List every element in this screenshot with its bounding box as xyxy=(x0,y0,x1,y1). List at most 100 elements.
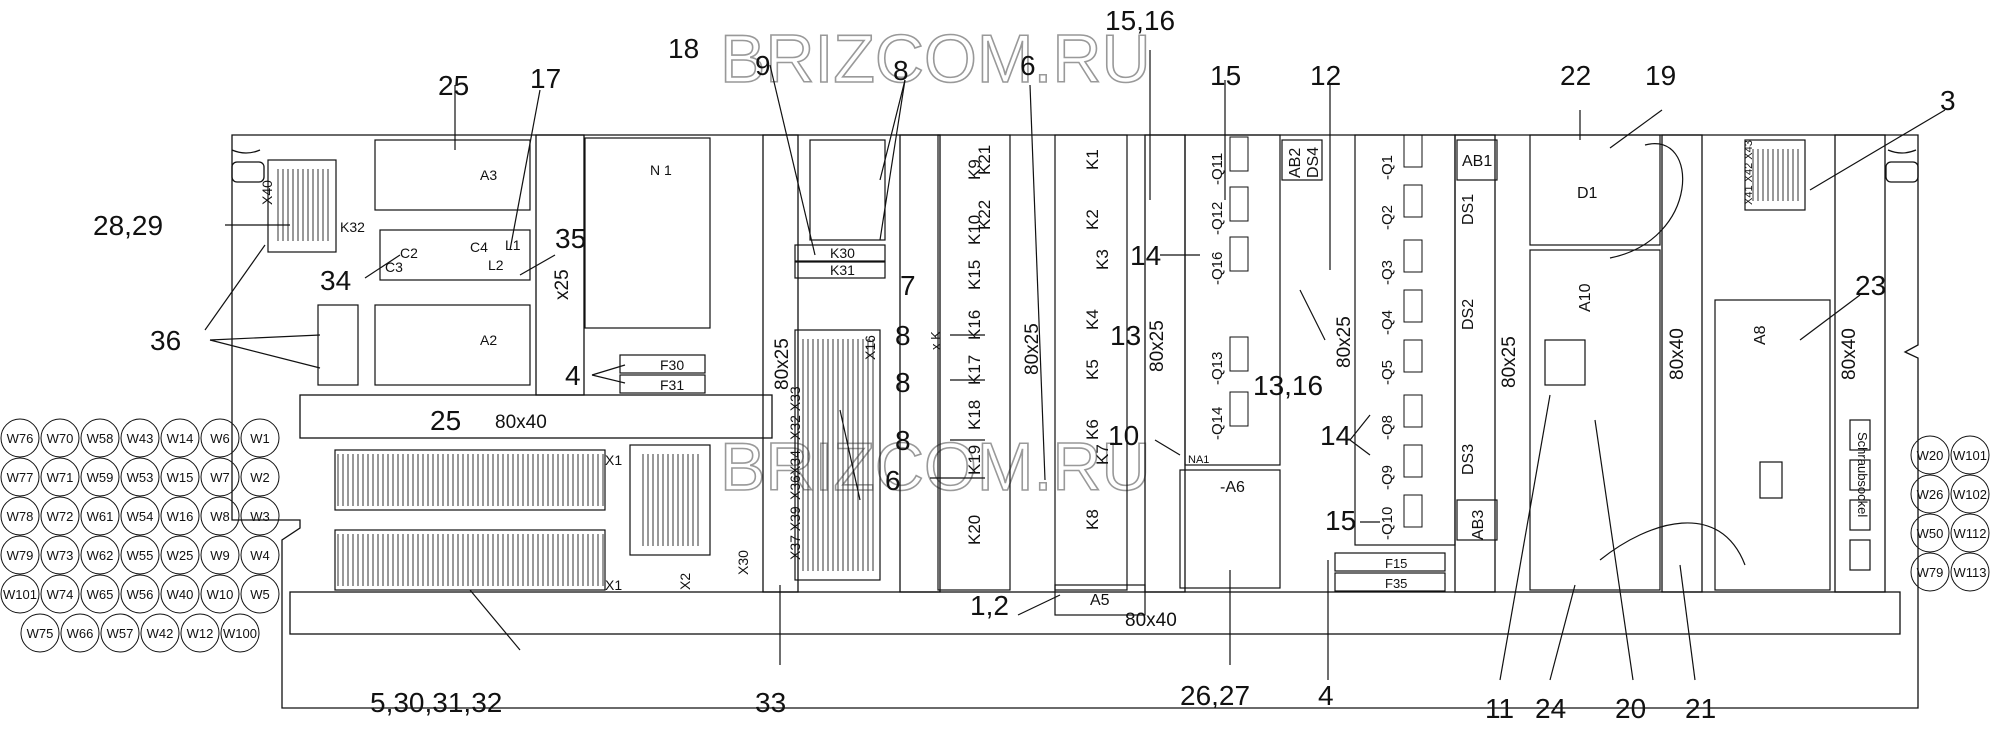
relay-label: K18 xyxy=(965,400,984,430)
breaker-label: -Q4 xyxy=(1379,310,1396,335)
callout-25: 25 xyxy=(430,405,461,436)
label-x1: X1 xyxy=(605,452,622,468)
cable-gland xyxy=(200,574,240,614)
callout-8: 8 xyxy=(895,320,911,351)
relay-label: K2 xyxy=(1083,209,1102,230)
callout-8: 8 xyxy=(893,55,909,86)
label-a5: A5 xyxy=(1090,592,1110,609)
callout-23: 23 xyxy=(1855,270,1886,301)
cable-duct xyxy=(1834,134,1886,593)
breaker-label: -Q14 xyxy=(1209,407,1226,440)
fuse-f15 xyxy=(1334,552,1446,572)
callout-7: 7 xyxy=(900,270,916,301)
cable-gland-label: W102 xyxy=(1953,487,1987,502)
leader-line xyxy=(1349,439,1371,456)
callout-24: 24 xyxy=(1535,693,1566,724)
leader-line xyxy=(769,64,816,256)
breaker-label: -Q10 xyxy=(1379,507,1396,540)
cable-gland xyxy=(160,418,200,458)
terminal-block-x2 xyxy=(629,444,711,556)
leader-line xyxy=(1029,84,1046,481)
cable-gland xyxy=(80,457,120,497)
mounting-plate-outline xyxy=(231,134,1919,709)
watermark: BRIZCOM.RU xyxy=(720,429,1151,505)
cable-gland xyxy=(40,418,80,458)
duct-label: 80x25 xyxy=(1334,316,1355,368)
cable-gland xyxy=(140,613,180,653)
cable-gland-label: W25 xyxy=(167,548,194,563)
callout-19: 19 xyxy=(1645,60,1676,91)
breaker xyxy=(1229,236,1249,272)
cable-gland xyxy=(100,613,140,653)
leader-line xyxy=(1809,109,1946,191)
cable-gland-label: W75 xyxy=(27,626,54,641)
cable-gland-label: W42 xyxy=(147,626,174,641)
duct-label: 80x40 xyxy=(1125,610,1177,631)
relay-label: K8 xyxy=(1083,509,1102,530)
cable-gland xyxy=(200,418,240,458)
relay-label: K4 xyxy=(1083,309,1102,330)
breaker xyxy=(1403,394,1423,428)
cable-gland xyxy=(180,613,220,653)
cable-gland-label: W54 xyxy=(127,509,154,524)
callout-20: 20 xyxy=(1615,693,1646,724)
breaker xyxy=(1229,391,1249,427)
cable-gland-label: W77 xyxy=(7,470,34,485)
cable-gland xyxy=(40,496,80,536)
breaker xyxy=(1403,339,1423,373)
cable-gland-label: W79 xyxy=(7,548,34,563)
cable-gland-label: W1 xyxy=(250,431,270,446)
cable-gland-label: W15 xyxy=(167,470,194,485)
cable-gland-label: W4 xyxy=(250,548,270,563)
label-xk: x K xyxy=(928,331,943,350)
label-ab3: AB3 xyxy=(1470,510,1487,540)
cable-gland-label: W43 xyxy=(127,431,154,446)
cable-gland xyxy=(120,535,160,575)
duct-label: 80x40 xyxy=(1667,328,1688,380)
callout-4: 4 xyxy=(565,360,581,391)
cable-gland-label: W58 xyxy=(87,431,114,446)
cable-gland xyxy=(220,613,260,653)
label-c2: C2 xyxy=(400,245,418,261)
label-x36: X36 xyxy=(787,475,803,500)
cable-gland-label: W65 xyxy=(87,587,114,602)
breaker-label: -Q1 xyxy=(1379,155,1396,180)
label-x40: X40 xyxy=(259,180,275,205)
duct-label: 80x40 xyxy=(495,412,547,433)
cable-gland-label: W53 xyxy=(127,470,154,485)
relay-label: K19 xyxy=(965,445,984,475)
relay-label: K5 xyxy=(1083,359,1102,380)
wire xyxy=(1609,143,1684,259)
cable-gland-label: W101 xyxy=(1953,448,1987,463)
cable-gland-label: W73 xyxy=(47,548,74,563)
breaker xyxy=(1229,186,1249,222)
leader-line xyxy=(591,364,626,376)
cable-gland-label: W6 xyxy=(210,431,230,446)
breaker xyxy=(1403,444,1423,478)
callout-8: 8 xyxy=(895,425,911,456)
cable-gland-label: W8 xyxy=(210,509,230,524)
cable-gland-label: W50 xyxy=(1917,526,1944,541)
cable-gland xyxy=(1950,552,1990,592)
label-c3: C3 xyxy=(385,259,403,275)
relay-label: K16 xyxy=(965,310,984,340)
terminal-block-x41 xyxy=(1744,139,1806,211)
cable-gland xyxy=(160,535,200,575)
label-c4: C4 xyxy=(470,239,488,255)
cable-duct xyxy=(535,134,585,396)
controller-n1 xyxy=(584,137,711,329)
cable-gland-label: W113 xyxy=(1954,565,1987,580)
callout-14: 14 xyxy=(1320,420,1351,451)
cable-gland xyxy=(200,535,240,575)
callout-14: 14 xyxy=(1130,240,1161,271)
callout-6: 6 xyxy=(885,465,901,496)
breaker-label: -Q8 xyxy=(1379,415,1396,440)
label-k32: K32 xyxy=(340,219,365,235)
cable-gland-label: W61 xyxy=(87,509,114,524)
cable-gland xyxy=(1910,474,1950,514)
callout-17: 17 xyxy=(530,63,561,94)
cable-gland xyxy=(200,457,240,497)
cable-gland-label: W76 xyxy=(7,431,34,446)
duct-label: 80x40 xyxy=(1839,328,1860,380)
